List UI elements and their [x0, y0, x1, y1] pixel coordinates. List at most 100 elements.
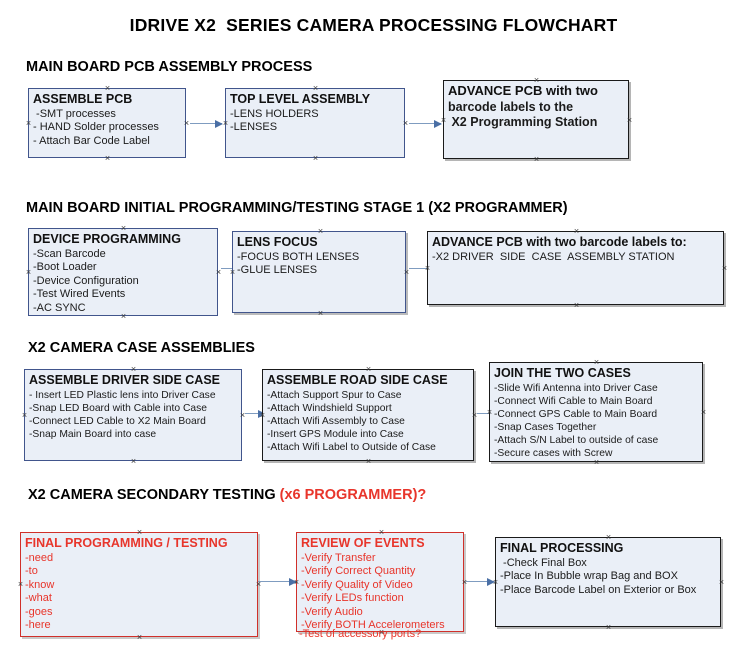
node-line: -Snap Main Board into case [29, 428, 157, 440]
handle-top[interactable] [136, 529, 143, 536]
handle-top[interactable] [573, 228, 580, 235]
connector-top-level-to-advance-pcb [409, 119, 442, 128]
connector-final-programming-to-review-events [258, 577, 297, 586]
node-line: -Connect Wifi Cable to Main Board [494, 395, 653, 407]
node-line: -here [25, 619, 51, 632]
handle-right[interactable] [718, 579, 725, 586]
node-line: -Verify Correct Quantity [301, 565, 416, 578]
handle-left[interactable] [222, 120, 229, 127]
node-join-the-two-cases[interactable]: JOIN THE TWO CASES -Slide Wifi Antenna i… [489, 362, 703, 462]
node-line: -Attach Wifi Assembly to Case [267, 415, 405, 427]
handle-top[interactable] [104, 85, 111, 92]
handle-bottom[interactable] [573, 302, 580, 309]
node-assemble-road-side-case[interactable]: ASSEMBLE ROAD SIDE CASE -Attach Support … [262, 369, 474, 461]
handle-bottom[interactable] [130, 458, 137, 465]
section-heading-accent: (x6 PROGRAMMER)? [279, 487, 427, 503]
node-title: FINAL PROGRAMMING / TESTING [25, 536, 228, 550]
node-top-level-assembly[interactable]: TOP LEVEL ASSEMBLY -LENS HOLDERS -LENSES [225, 88, 405, 158]
handle-left[interactable] [21, 412, 28, 419]
node-line: -LENS HOLDERS [230, 107, 319, 120]
handle-right[interactable] [402, 120, 409, 127]
handle-left[interactable] [17, 581, 24, 588]
node-assemble-pcb[interactable]: ASSEMBLE PCB -SMT processes - HAND Solde… [28, 88, 186, 158]
node-advance-pcb-programming-station[interactable]: ADVANCE PCB with two barcode labels to t… [443, 80, 629, 159]
node-lens-focus[interactable]: LENS FOCUS -FOCUS BOTH LENSES -GLUE LENS… [232, 231, 406, 313]
node-line: - Attach Bar Code Label [33, 134, 150, 147]
handle-top[interactable] [365, 366, 372, 373]
node-line: -Check Final Box [500, 556, 587, 569]
handle-bottom[interactable] [593, 459, 600, 466]
node-device-programming[interactable]: DEVICE PROGRAMMING -Scan Barcode -Boot L… [28, 228, 218, 316]
arrow-head-icon [289, 577, 297, 586]
node-line: -goes [25, 605, 53, 618]
handle-right[interactable] [403, 269, 410, 276]
arrow-head-icon [487, 577, 495, 586]
handle-top[interactable] [593, 359, 600, 366]
node-assemble-driver-side-case[interactable]: ASSEMBLE DRIVER SIDE CASE - Insert LED P… [24, 369, 242, 461]
node-line: -Snap Cases Together [494, 421, 597, 433]
handle-bottom[interactable] [317, 310, 324, 317]
section-heading-main-board-initial-programming: MAIN BOARD INITIAL PROGRAMMING/TESTING S… [26, 200, 568, 216]
node-line: -Attach Support Spur to Case [267, 389, 402, 401]
handle-right[interactable] [700, 409, 707, 416]
handle-bottom[interactable] [533, 156, 540, 163]
node-line: -SMT processes [33, 107, 116, 120]
node-line: -X2 DRIVER SIDE CASE ASSEMBLY STATION [432, 250, 675, 263]
node-line: - HAND Solder processes [33, 121, 159, 134]
handle-top[interactable] [120, 225, 127, 232]
handle-top[interactable] [130, 366, 137, 373]
node-line: -Secure cases with Screw [494, 447, 613, 459]
node-title: REVIEW OF EVENTS [301, 536, 425, 550]
node-title: LENS FOCUS [237, 235, 318, 249]
node-line: -Test Wired Events [33, 288, 126, 301]
node-line: -what [25, 592, 52, 605]
node-line: -know [25, 578, 55, 591]
section-heading-main-board-pcb-assembly: MAIN BOARD PCB ASSEMBLY PROCESS [26, 59, 313, 75]
node-line: -Place In Bubble wrap Bag and BOX [500, 570, 678, 583]
handle-bottom[interactable] [104, 155, 111, 162]
node-final-processing[interactable]: FINAL PROCESSING -Check Final Box -Place… [495, 537, 721, 627]
handle-bottom[interactable] [136, 634, 143, 641]
node-title: FINAL PROCESSING [500, 541, 624, 555]
section-heading-x2-camera-case-assemblies: X2 CAMERA CASE ASSEMBLIES [28, 340, 255, 356]
handle-left[interactable] [25, 120, 32, 127]
node-line: -Attach Windshield Support [267, 402, 392, 414]
node-line: -Connect LED Cable to X2 Main Board [29, 415, 206, 427]
node-advance-pcb-driver-side[interactable]: ADVANCE PCB with two barcode labels to: … [427, 231, 724, 305]
connector-review-events-to-final-processing [466, 577, 495, 586]
handle-right[interactable] [626, 117, 633, 124]
handle-right[interactable] [183, 120, 190, 127]
node-line: -Insert GPS Module into Case [267, 428, 404, 440]
node-line: -Verify LEDs function [301, 592, 404, 605]
handle-left[interactable] [229, 269, 236, 276]
node-line: -Boot Loader [33, 261, 97, 274]
node-line: -to [25, 565, 38, 578]
handle-bottom[interactable] [312, 155, 319, 162]
handle-right[interactable] [215, 269, 222, 276]
node-line: -GLUE LENSES [237, 264, 318, 277]
node-title: DEVICE PROGRAMMING [33, 232, 181, 246]
handle-bottom[interactable] [365, 458, 372, 465]
handle-top[interactable] [378, 529, 385, 536]
node-line: -Scan Barcode [33, 247, 106, 260]
node-review-of-events-overflow-line: -Test of accessory ports? [299, 628, 422, 640]
page-title: IDRIVE X2 SERIES CAMERA PROCESSING FLOWC… [129, 15, 618, 35]
handle-right[interactable] [255, 581, 262, 588]
handle-bottom[interactable] [605, 624, 612, 631]
node-final-programming-testing[interactable]: FINAL PROGRAMMING / TESTING -need -to -k… [20, 532, 258, 637]
node-line: -AC SYNC [33, 301, 86, 314]
handle-top[interactable] [605, 534, 612, 541]
handle-top[interactable] [317, 228, 324, 235]
node-line: -Device Configuration [33, 274, 139, 287]
node-title: ASSEMBLE ROAD SIDE CASE [267, 373, 448, 387]
handle-top[interactable] [312, 85, 319, 92]
node-line: barcode labels to the [448, 99, 574, 114]
node-line: -LENSES [230, 121, 278, 134]
node-review-of-events[interactable]: REVIEW OF EVENTS -Verify Transfer -Verif… [296, 532, 464, 632]
handle-right[interactable] [721, 265, 728, 272]
node-line: -FOCUS BOTH LENSES [237, 250, 360, 263]
handle-left[interactable] [25, 269, 32, 276]
node-line: -Connect GPS Cable to Main Board [494, 408, 658, 420]
node-line: -Verify Quality of Video [301, 578, 413, 591]
